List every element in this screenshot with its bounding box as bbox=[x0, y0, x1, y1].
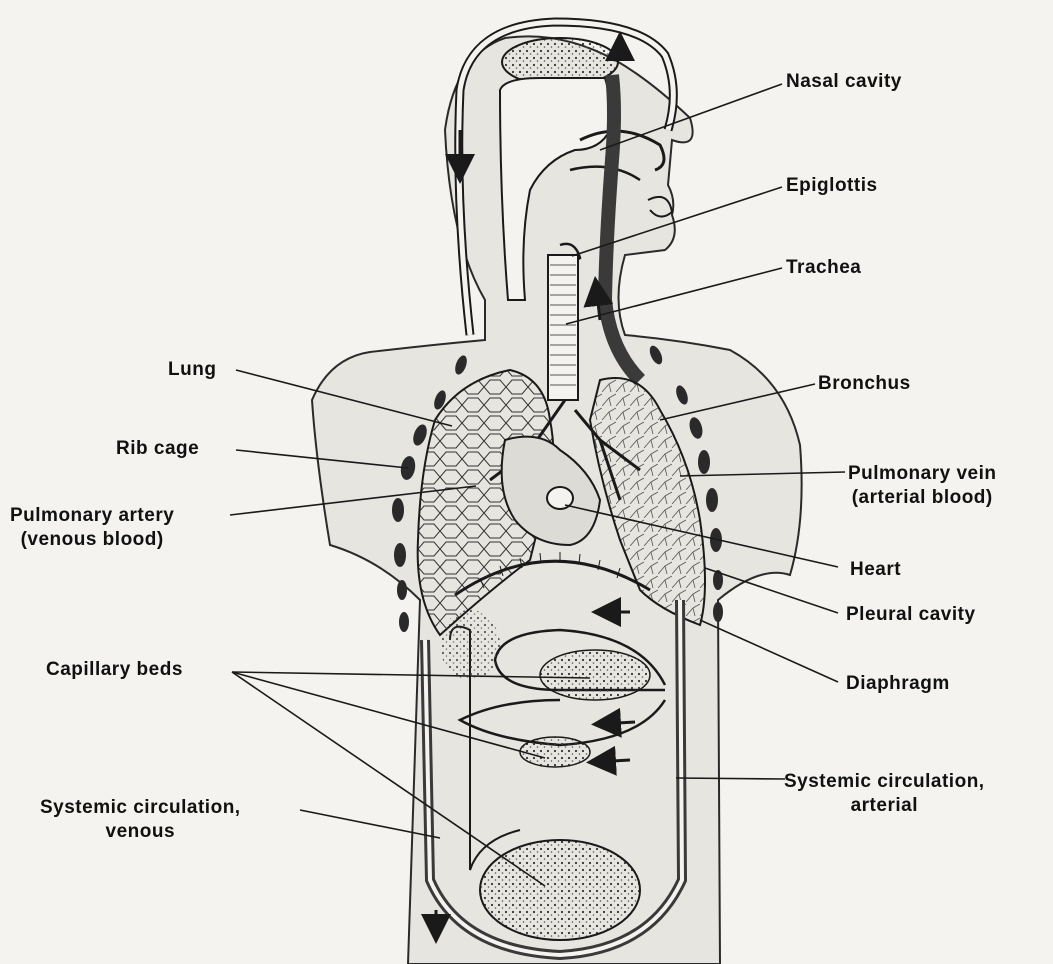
label-systemic-venous-line1: Systemic circulation, bbox=[40, 796, 241, 820]
label-pulmonary-artery-line1: Pulmonary artery bbox=[10, 504, 174, 528]
label-systemic-arterial: Systemic circulation, arterial bbox=[784, 770, 985, 818]
label-epiglottis: Epiglottis bbox=[786, 174, 878, 198]
label-capillary-beds: Capillary beds bbox=[46, 658, 183, 682]
label-pulmonary-vein-line1: Pulmonary vein bbox=[848, 462, 997, 486]
label-systemic-venous-line2: venous bbox=[40, 820, 241, 844]
label-lung: Lung bbox=[168, 358, 216, 382]
label-rib-cage: Rib cage bbox=[116, 437, 199, 461]
label-trachea: Trachea bbox=[786, 256, 861, 280]
capillary-bed-upper bbox=[540, 650, 650, 700]
label-pulmonary-vein-line2: (arterial blood) bbox=[848, 486, 997, 510]
capillary-bed-lower bbox=[480, 840, 640, 940]
label-systemic-arterial-line2: arterial bbox=[784, 794, 985, 818]
label-systemic-arterial-line1: Systemic circulation, bbox=[784, 770, 985, 794]
trachea-tube bbox=[548, 255, 578, 400]
capillary-bed-middle bbox=[520, 737, 590, 767]
label-nasal-cavity: Nasal cavity bbox=[786, 70, 902, 94]
label-pulmonary-vein: Pulmonary vein (arterial blood) bbox=[848, 462, 997, 510]
label-heart: Heart bbox=[850, 558, 901, 582]
label-diaphragm: Diaphragm bbox=[846, 672, 950, 696]
label-pulmonary-artery: Pulmonary artery (venous blood) bbox=[10, 504, 174, 552]
label-bronchus: Bronchus bbox=[818, 372, 911, 396]
label-pleural-cavity: Pleural cavity bbox=[846, 603, 976, 627]
label-pulmonary-artery-line2: (venous blood) bbox=[10, 528, 174, 552]
label-systemic-venous: Systemic circulation, venous bbox=[40, 796, 241, 844]
